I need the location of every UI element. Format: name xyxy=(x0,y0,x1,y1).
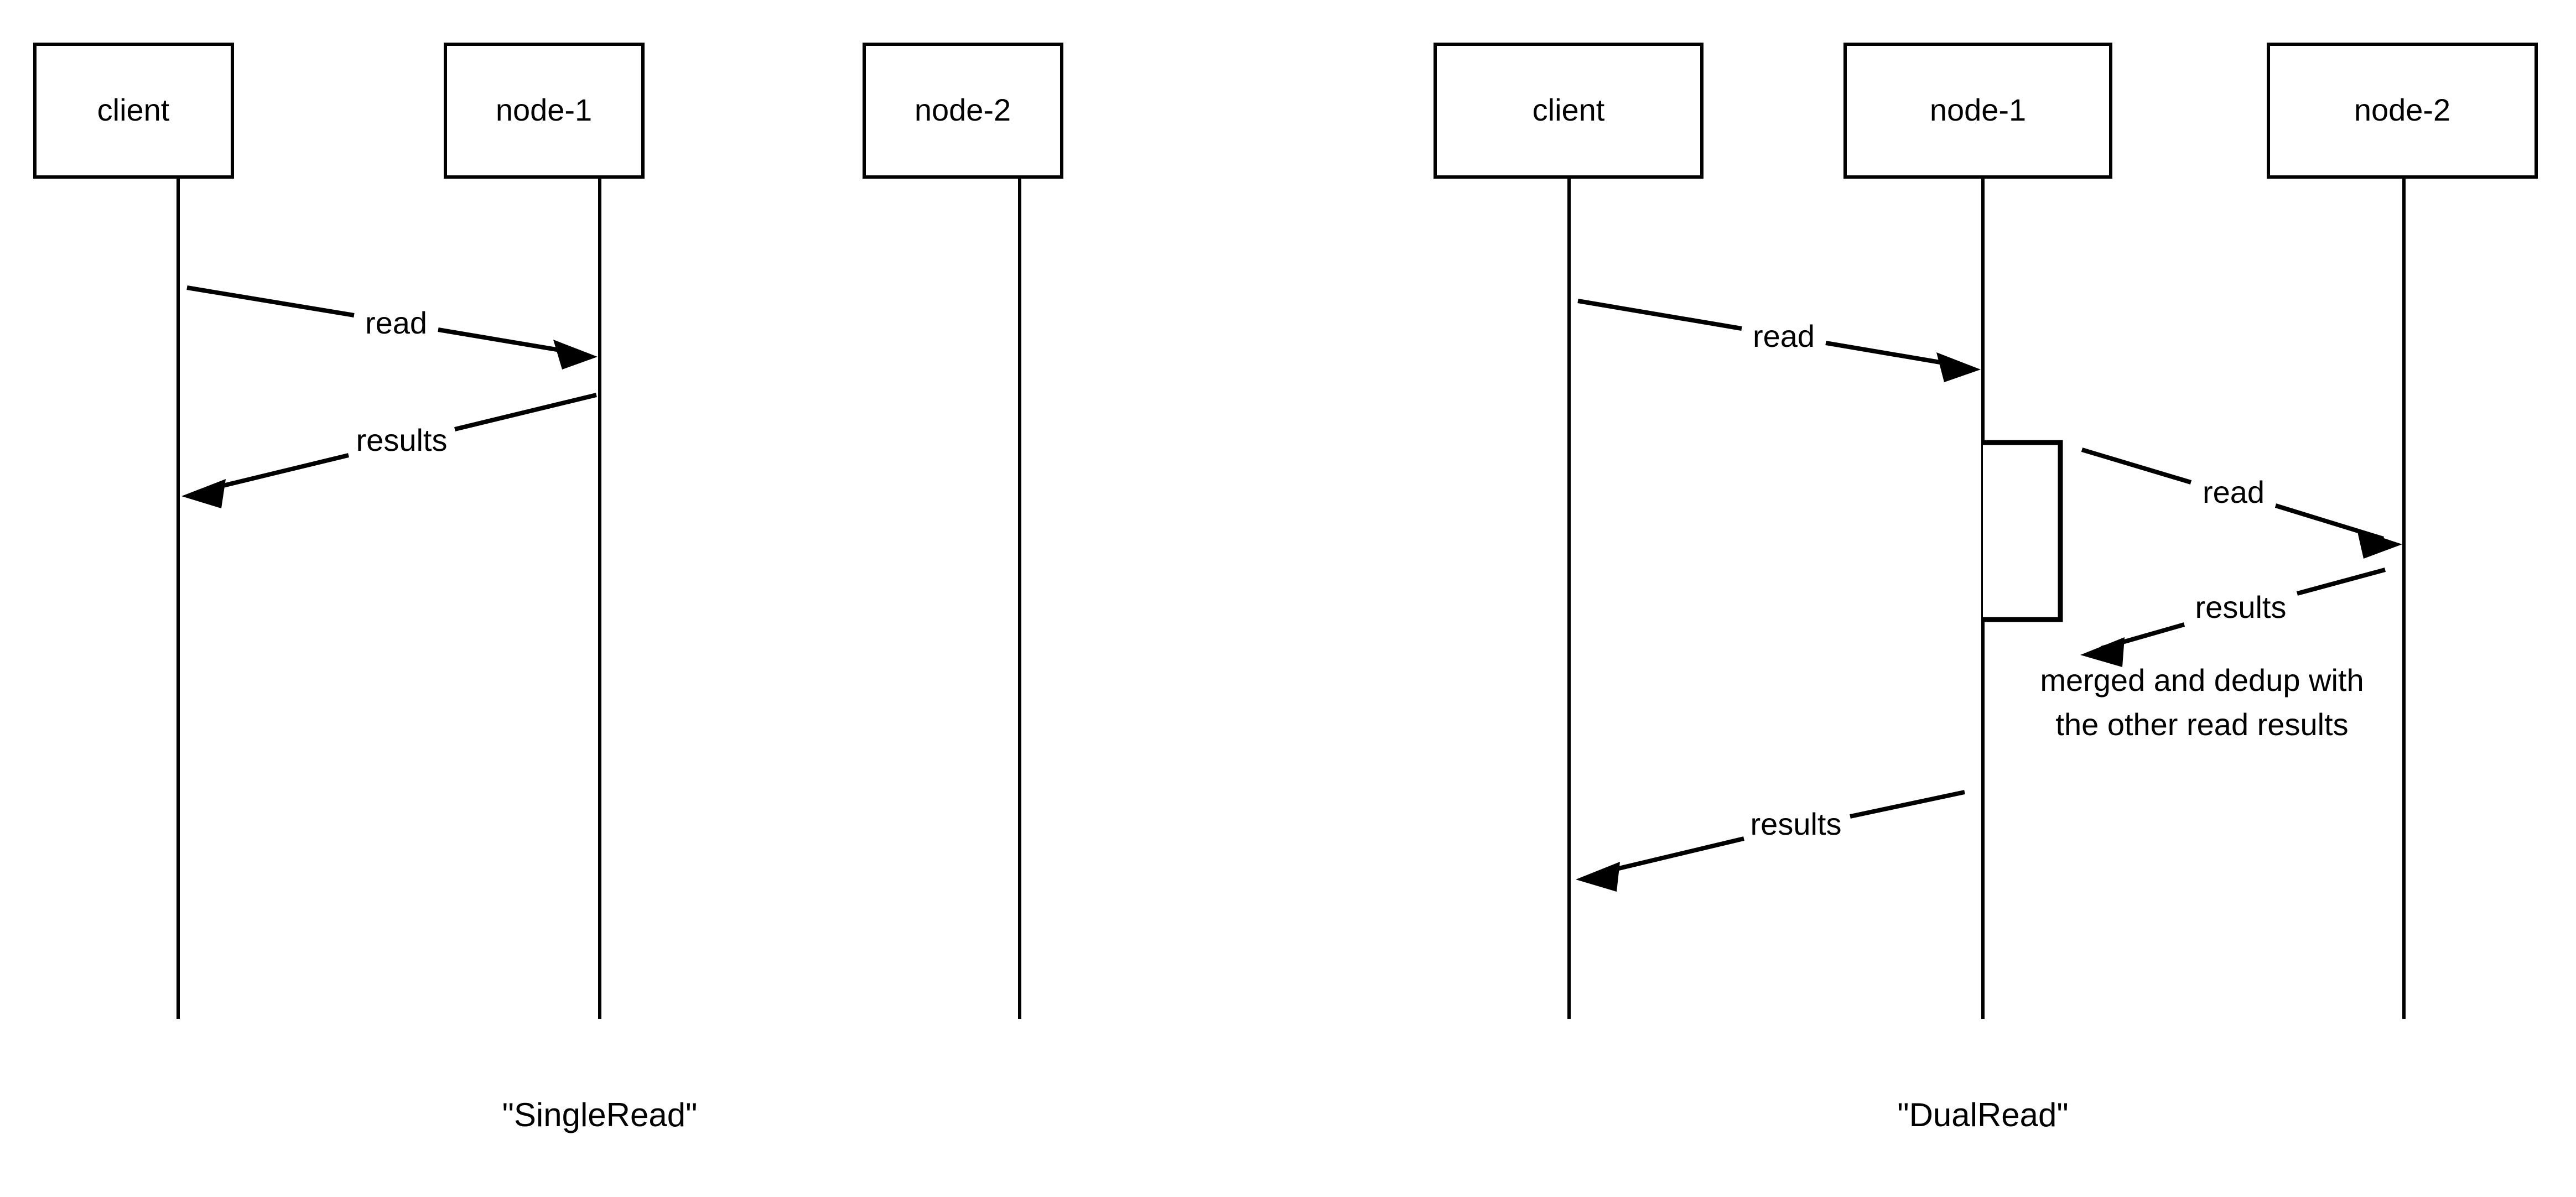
message-line-segment-a xyxy=(2296,568,2386,596)
participant-label-client: client xyxy=(1533,92,1605,127)
panel-dual-read: client node-1 node-2 read xyxy=(1434,43,2538,1133)
message-results-node-1-to-client[interactable]: results xyxy=(1576,790,1965,892)
participant-node-2-right[interactable]: node-2 xyxy=(2267,43,2538,1019)
participant-node-2-left[interactable]: node-2 xyxy=(863,43,1063,1019)
activation-bar-node-1 xyxy=(1983,440,2063,622)
activation-outline xyxy=(1983,440,2063,622)
arrowhead-right-icon xyxy=(553,340,598,369)
arrowhead-left-icon xyxy=(1576,862,1620,892)
message-read-node-1-to-node-2[interactable]: read xyxy=(2081,447,2402,559)
message-line-segment-a xyxy=(2081,447,2192,485)
participant-node-1-right[interactable]: node-1 xyxy=(1843,43,2112,1019)
message-line-segment-b xyxy=(1599,836,1744,875)
message-line-segment-a xyxy=(186,285,355,318)
message-label-read: read xyxy=(2203,475,2265,509)
arrowhead-left-icon xyxy=(181,479,226,508)
participant-client-left[interactable]: client xyxy=(33,43,234,1019)
participant-label-node-1: node-1 xyxy=(1930,92,2026,127)
participant-box-node-2[interactable] xyxy=(2267,43,2538,179)
message-label-results: results xyxy=(1751,806,1842,841)
message-results-node-2-to-node-1[interactable]: results xyxy=(2080,568,2386,667)
participant-label-client: client xyxy=(97,92,170,127)
participant-box-node-2[interactable] xyxy=(863,43,1063,179)
message-label-read: read xyxy=(1753,319,1815,353)
panel-caption-dual-read: "DualRead" xyxy=(1897,1096,2068,1133)
panel-caption-single-read: "SingleRead" xyxy=(502,1096,698,1133)
participant-node-1-left[interactable]: node-1 xyxy=(444,43,645,1019)
panel-single-read: client node-1 node-2 read results xyxy=(33,43,1063,1133)
participant-box-node-1[interactable] xyxy=(444,43,645,179)
message-results-node-1-to-client[interactable]: results xyxy=(181,393,597,508)
message-read-client-to-node-1[interactable]: read xyxy=(186,285,598,369)
message-label-read: read xyxy=(365,305,427,340)
arrowhead-right-icon xyxy=(2357,529,2402,559)
participant-box-node-1[interactable] xyxy=(1843,43,2112,179)
arrowhead-left-icon xyxy=(2080,637,2125,667)
message-label-results: results xyxy=(356,423,448,457)
participant-box-client[interactable] xyxy=(1434,43,1704,179)
note-merged-dedup: merged and dedup with the other read res… xyxy=(2040,663,2364,742)
participant-label-node-1: node-1 xyxy=(496,92,592,127)
participant-label-node-2: node-2 xyxy=(915,92,1011,127)
message-line-segment-b xyxy=(204,453,349,492)
message-label-results: results xyxy=(2195,590,2287,624)
note-line-1: merged and dedup with xyxy=(2040,663,2364,698)
participant-client-right[interactable]: client xyxy=(1434,43,1704,1019)
message-read-client-to-node-1[interactable]: read xyxy=(1577,299,1981,382)
arrowhead-right-icon xyxy=(1936,352,1981,382)
message-line-segment-a xyxy=(454,393,597,431)
message-line-segment-a xyxy=(1577,299,1742,331)
participant-label-node-2: node-2 xyxy=(2354,92,2450,127)
message-line-segment-a xyxy=(1850,790,1965,819)
note-line-2: the other read results xyxy=(2055,707,2348,742)
participant-box-client[interactable] xyxy=(33,43,234,179)
